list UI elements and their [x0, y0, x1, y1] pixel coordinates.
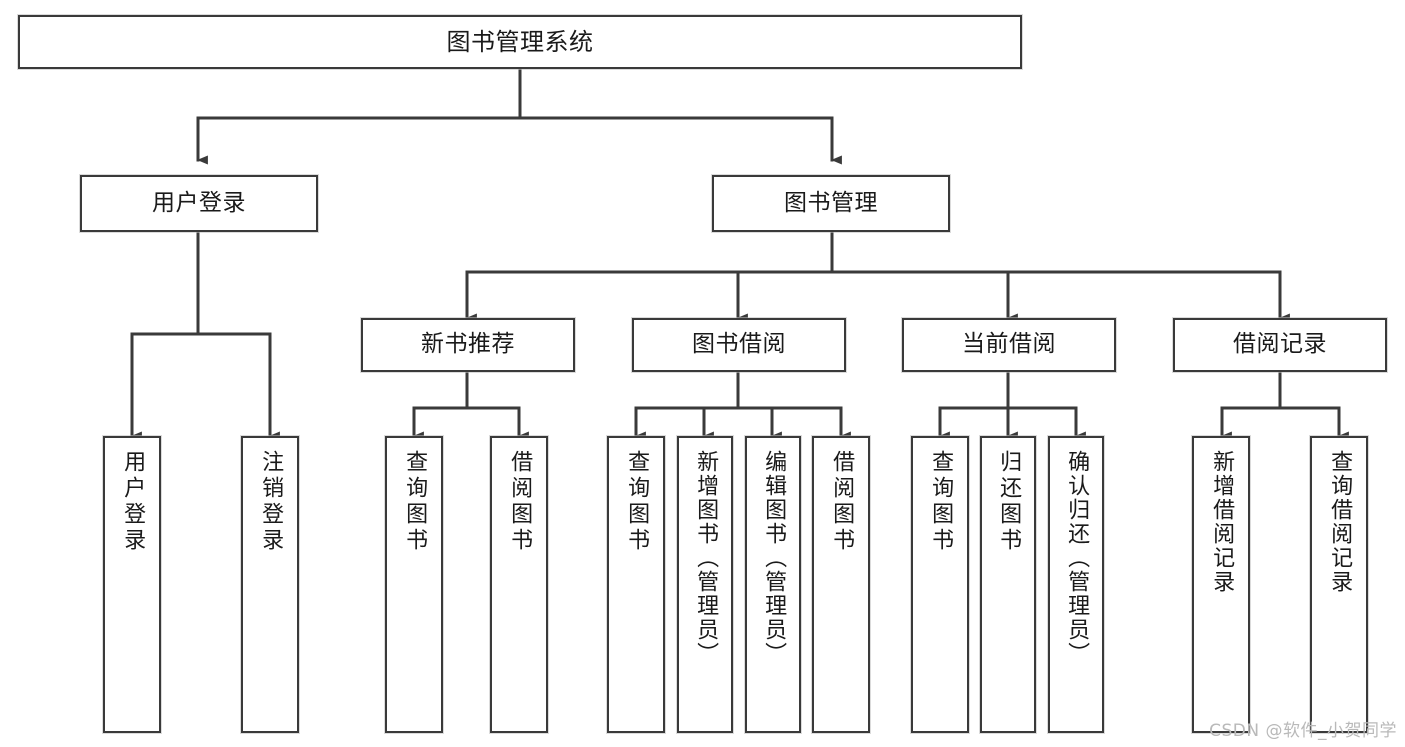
node-label: 编辑图书（管理员） — [761, 450, 787, 666]
node-label: 查询图书 — [624, 450, 650, 554]
node-label: 查询图书 — [402, 450, 428, 554]
node-root-book-management-system[interactable]: 图书管理系统 — [18, 15, 1022, 69]
node-label: 新增图书（管理员） — [693, 450, 719, 666]
node-leaf-return-book[interactable]: 归还图书 — [980, 436, 1036, 733]
node-leaf-borrow-book[interactable]: 借阅图书 — [812, 436, 870, 733]
node-label: 借阅记录 — [1233, 331, 1327, 358]
node-new-book-recommend[interactable]: 新书推荐 — [361, 318, 575, 372]
node-leaf-add-book-admin[interactable]: 新增图书（管理员） — [677, 436, 733, 733]
node-label: 查询借阅记录 — [1327, 450, 1353, 594]
node-label: 图书管理 — [784, 189, 878, 216]
node-leaf-borrow-book-recommend[interactable]: 借阅图书 — [490, 436, 548, 733]
node-leaf-confirm-return-admin[interactable]: 确认归还（管理员） — [1048, 436, 1104, 733]
node-current-borrow[interactable]: 当前借阅 — [902, 318, 1116, 372]
node-label: 用户登录 — [152, 189, 246, 216]
node-leaf-add-borrow-record[interactable]: 新增借阅记录 — [1192, 436, 1250, 733]
watermark: CSDN @软件_小贺同学 — [1209, 721, 1397, 741]
node-label: 确认归还（管理员） — [1064, 450, 1090, 666]
node-label: 借阅图书 — [507, 450, 533, 554]
node-label: 归还图书 — [996, 450, 1022, 554]
node-leaf-query-book-recommend[interactable]: 查询图书 — [385, 436, 443, 733]
node-label: 图书借阅 — [692, 331, 786, 358]
node-borrow-record[interactable]: 借阅记录 — [1173, 318, 1387, 372]
node-label: 借阅图书 — [829, 450, 855, 554]
node-label: 新书推荐 — [421, 331, 515, 358]
node-leaf-query-borrow-record[interactable]: 查询借阅记录 — [1310, 436, 1368, 733]
node-label: 注销登录 — [258, 450, 284, 554]
node-leaf-query-book-borrow[interactable]: 查询图书 — [607, 436, 665, 733]
node-leaf-logout[interactable]: 注销登录 — [241, 436, 299, 733]
node-book-management[interactable]: 图书管理 — [712, 175, 950, 232]
node-leaf-query-book-current[interactable]: 查询图书 — [911, 436, 969, 733]
node-leaf-edit-book-admin[interactable]: 编辑图书（管理员） — [745, 436, 801, 733]
node-label: 新增借阅记录 — [1209, 450, 1235, 594]
node-label: 图书管理系统 — [446, 27, 594, 56]
node-leaf-user-login[interactable]: 用户登录 — [103, 436, 161, 733]
node-label: 查询图书 — [928, 450, 954, 554]
node-label: 当前借阅 — [962, 331, 1056, 358]
node-user-login[interactable]: 用户登录 — [80, 175, 318, 232]
node-label: 用户登录 — [120, 450, 146, 554]
node-book-borrow[interactable]: 图书借阅 — [632, 318, 846, 372]
